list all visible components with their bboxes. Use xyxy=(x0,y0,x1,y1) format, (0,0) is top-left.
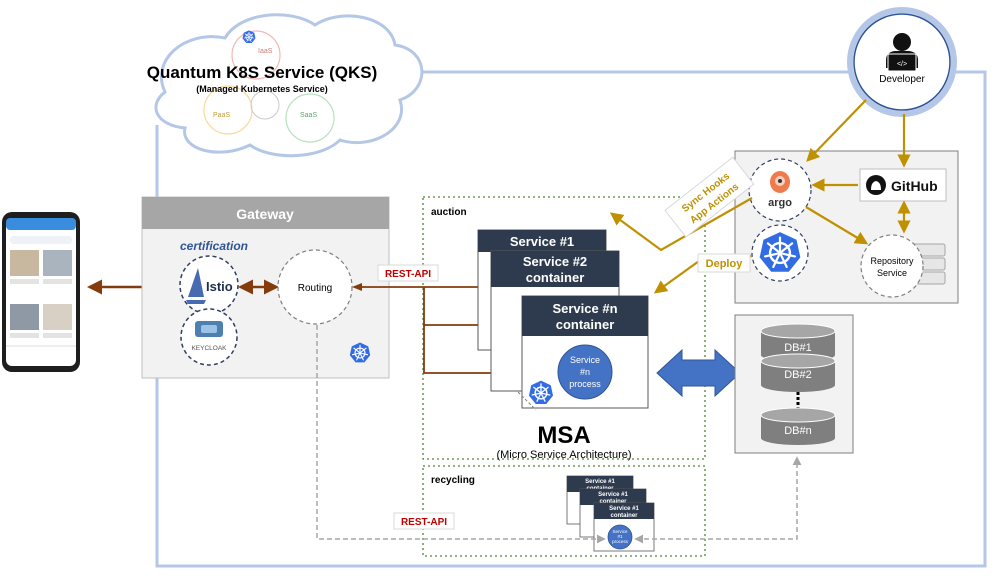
process-line-3: process xyxy=(569,379,601,389)
recycling-card-3-title: Service #1 xyxy=(609,506,639,512)
routing-label: Routing xyxy=(298,283,332,294)
argo-label: argo xyxy=(768,197,792,209)
db-n-cylinder: DB#n xyxy=(760,407,836,445)
developer-label: Developer xyxy=(879,74,925,85)
rest-api-text-top: REST-API xyxy=(385,269,431,280)
service-n-subtitle: container xyxy=(556,317,615,332)
recycling-card-2-title: Service #1 xyxy=(598,492,628,498)
recycling-card-2-sub: container xyxy=(599,499,627,505)
service-n-process: Service #n process xyxy=(557,344,613,400)
db-n-label: DB#n xyxy=(784,425,812,437)
recycling-card-1-title: Service #1 xyxy=(585,479,615,485)
recycling-process-line-2: #1 xyxy=(617,534,623,539)
keycloak-label: KEYCLOAK xyxy=(191,345,227,352)
recycling-card-3-sub: container xyxy=(610,513,638,519)
recycling-process-line-1: Service xyxy=(612,529,628,534)
cloud-layer-iaas: IaaS xyxy=(258,48,273,55)
deploy-text: Deploy xyxy=(706,258,744,270)
argo-icon xyxy=(770,171,790,193)
istio-icon xyxy=(188,268,204,297)
qks-cloud: IaaS PaaS SaaS Quantum K8S Service (QKS)… xyxy=(147,13,424,158)
cloud-layer-saas: SaaS xyxy=(300,112,317,119)
recycling-label: recycling xyxy=(431,475,475,486)
mobile-phone xyxy=(2,212,80,372)
auction-region xyxy=(422,196,706,460)
db-2-cylinder: DB#2 xyxy=(760,353,836,392)
service-2-title: Service #2 xyxy=(523,254,587,269)
process-line-1: Service xyxy=(570,355,600,365)
rest-api-label-top xyxy=(377,264,439,282)
repository-label-1: Repository xyxy=(870,256,914,266)
cloud-title: Quantum K8S Service (QKS) xyxy=(147,63,378,82)
cloud-layer-paas: PaaS xyxy=(213,112,230,119)
auction-label: auction xyxy=(431,207,467,218)
recycling-process-line-3: process xyxy=(612,539,629,544)
svg-text:</>: </> xyxy=(897,61,907,68)
istio-label: Istio xyxy=(206,279,233,294)
github-label: GitHub xyxy=(891,178,938,194)
deploy-label xyxy=(697,253,751,273)
gateway-title: Gateway xyxy=(236,206,294,222)
cloud-subtitle: (Managed Kubernetes Service) xyxy=(196,84,328,94)
outer-frame xyxy=(155,70,987,568)
db-2-label: DB#2 xyxy=(784,369,812,381)
service-n-title: Service #n xyxy=(552,301,617,316)
developer-icon xyxy=(893,33,911,51)
certification-label: certification xyxy=(180,239,248,253)
rest-api-label-bottom xyxy=(393,512,455,530)
recycling-db-connector xyxy=(634,456,802,544)
db-1-label: DB#1 xyxy=(784,342,812,354)
repository-node xyxy=(860,234,924,298)
service-2-subtitle: container xyxy=(526,270,585,285)
developer-node: </> Developer xyxy=(847,7,957,117)
repository-label-2: Service xyxy=(877,268,907,278)
rest-api-text-bottom: REST-API xyxy=(401,517,447,528)
recycling-process: Service #1 process xyxy=(607,524,633,550)
msa-title: MSA xyxy=(537,422,590,449)
msa-db-double-arrow xyxy=(656,348,741,398)
db-1-cylinder: DB#1 xyxy=(760,323,836,362)
process-line-2: #n xyxy=(580,367,590,377)
service-1-title: Service #1 xyxy=(510,234,574,249)
msa-subtitle: (Micro Service Architecture) xyxy=(496,449,631,461)
